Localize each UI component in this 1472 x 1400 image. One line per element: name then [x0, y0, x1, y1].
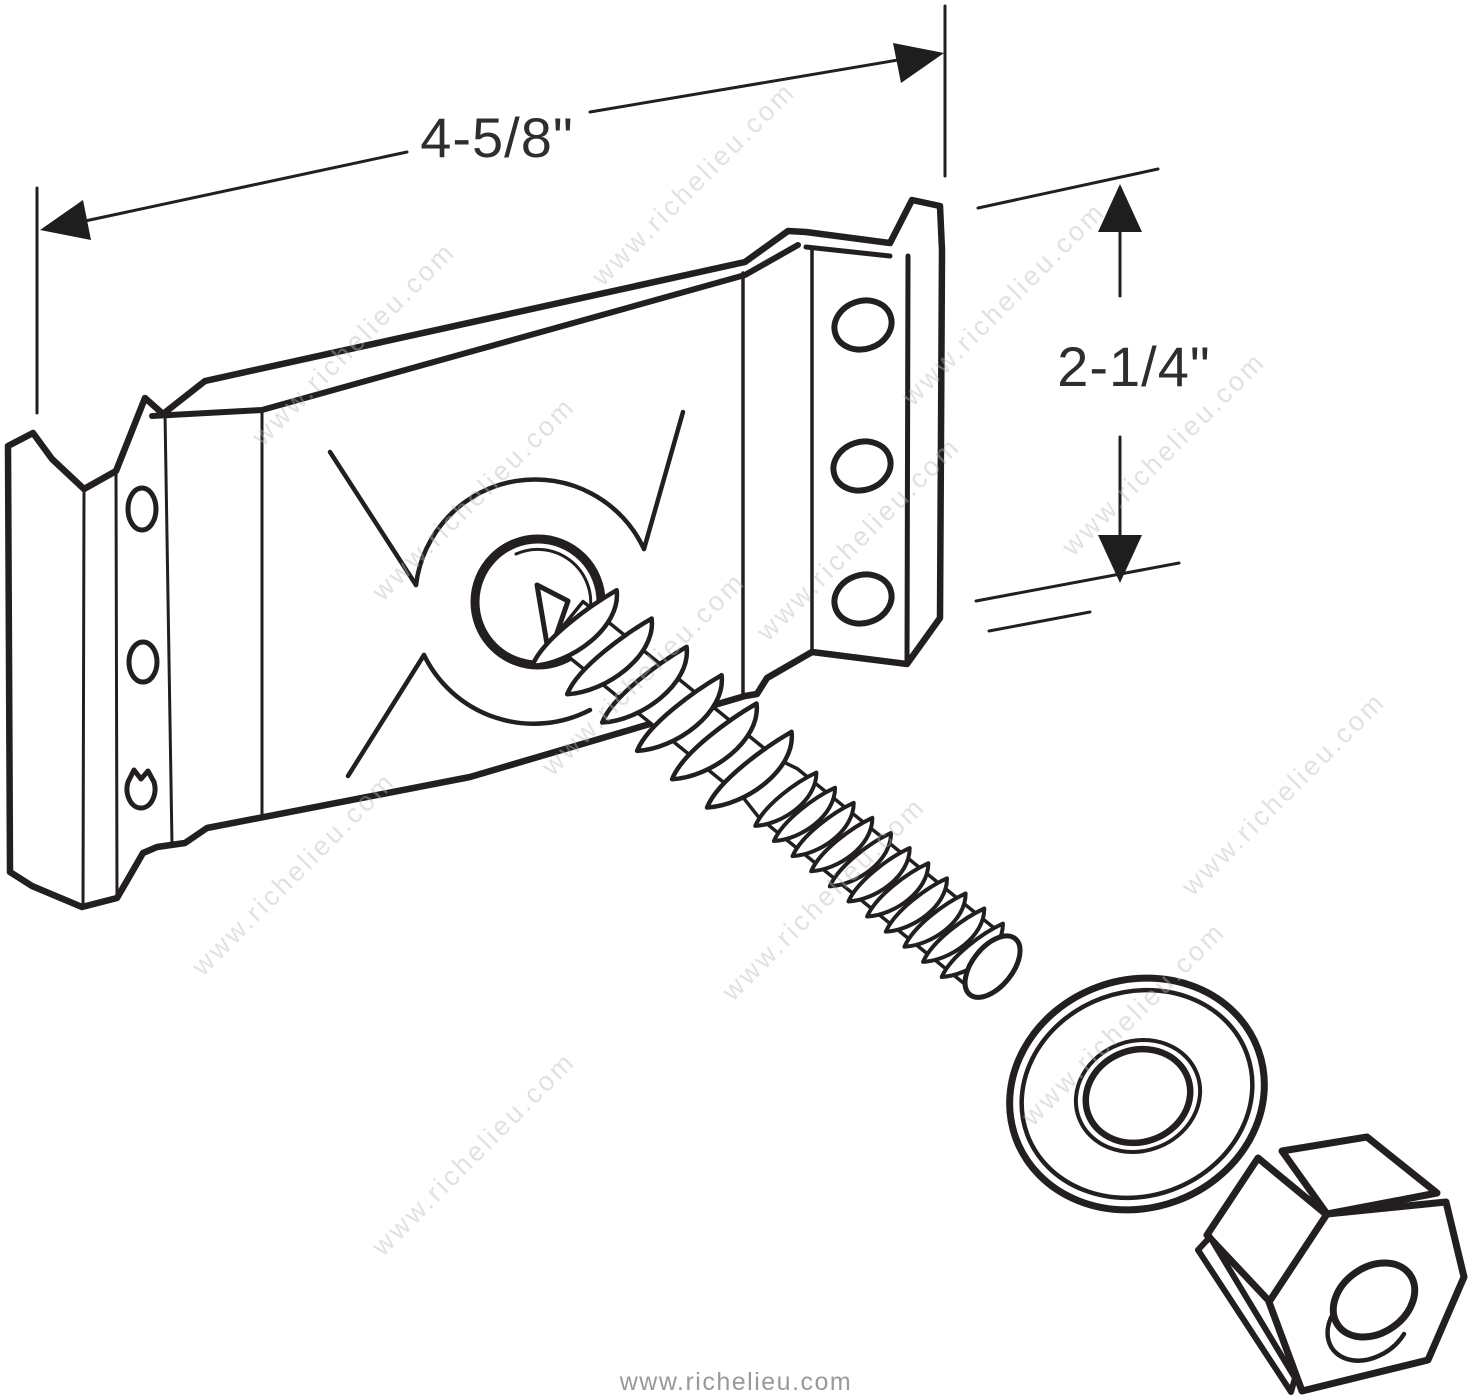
nut-top-face — [1278, 1133, 1441, 1218]
bracket-flange-edge — [904, 253, 911, 667]
bracket-silhouette — [4, 196, 946, 911]
bracket-flange-top-edge — [803, 244, 893, 259]
bolt-lag-thread — [529, 587, 619, 669]
height-dimension-label: 2-1/4" — [1057, 335, 1211, 398]
ring-arc-top — [413, 477, 647, 588]
bolt-machine-thread — [790, 800, 856, 859]
bolt-lag-thread — [634, 672, 724, 754]
x-marking-stroke — [345, 652, 427, 779]
nut-bore-line — [1325, 1309, 1407, 1363]
hanger-bolt-illustration — [529, 582, 1023, 1000]
bolt-machine-thread — [753, 770, 819, 828]
washer-hole — [1082, 1045, 1194, 1147]
width-dimension-label: 4-5/8" — [420, 106, 574, 169]
wing-hole-notched — [124, 767, 158, 811]
bolt-machine-thread — [809, 815, 875, 874]
extension-line — [976, 167, 1160, 210]
arrowhead-down-icon — [1098, 535, 1142, 583]
flange-hole — [831, 571, 895, 627]
bolt-machine-thread — [865, 861, 931, 919]
bolt-machine-thread — [902, 891, 968, 949]
center-hole-chamfer — [514, 547, 593, 613]
bolt-machine-thread — [846, 846, 912, 904]
flange-hole — [831, 297, 895, 353]
bolt-tip-end — [962, 933, 1023, 1000]
arrowhead-up-icon — [1098, 184, 1142, 232]
bracket-fold-line — [81, 487, 86, 909]
ring-arc-bottom — [421, 652, 593, 726]
flat-washer-illustration — [1006, 974, 1268, 1214]
x-marking-stroke — [641, 409, 686, 552]
x-marking-stroke — [327, 449, 419, 588]
width-dimension: 4-5/8" — [35, 4, 947, 415]
washer-rim-line — [1019, 987, 1255, 1201]
bolt-machine-thread — [921, 906, 987, 964]
bracket-top-front-edge — [149, 242, 801, 419]
bracket-fold-line — [163, 411, 174, 847]
hex-nut-illustration — [1195, 1133, 1468, 1395]
bolt-machine-thread — [771, 785, 838, 844]
arrowhead-right-icon — [893, 43, 944, 83]
bolt-pilot-point — [534, 582, 571, 659]
extension-line — [974, 561, 1181, 603]
footer-watermark: www.richelieu.com — [619, 1368, 853, 1396]
bolt-machine-thread — [827, 830, 894, 889]
nut-hole — [1329, 1259, 1419, 1341]
arrowhead-left-icon — [40, 200, 91, 240]
bolt-lag-thread — [669, 701, 759, 782]
flange-hole — [830, 438, 894, 494]
dimension-line — [83, 150, 409, 223]
watermark-text: www.richelieu.com — [1175, 686, 1391, 902]
bolt-machine-thread — [883, 876, 949, 934]
wing-hole — [126, 639, 160, 685]
height-dimension: 2-1/4" — [974, 167, 1211, 633]
wing-hole — [125, 485, 159, 533]
bracket-fold-line — [114, 469, 119, 900]
mounting-bracket-illustration — [4, 196, 946, 911]
watermark-text: www.richelieu.com — [365, 1046, 581, 1262]
extension-line — [987, 610, 1092, 633]
bolt-lag-thread — [599, 644, 689, 725]
bolt-lag-thread — [564, 616, 654, 697]
dimension-line — [588, 58, 900, 114]
bolt-lag-thread — [704, 729, 794, 810]
